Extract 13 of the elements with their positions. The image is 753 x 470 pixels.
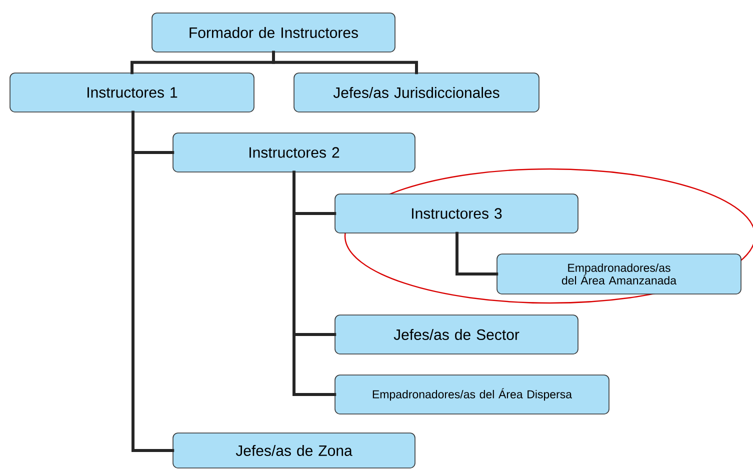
connector-line xyxy=(132,110,174,452)
org-box: Jefes/as de Sector xyxy=(334,314,578,354)
org-box: Jefes/as Jurisdiccionales xyxy=(294,72,540,112)
org-box: Formador de Instructores xyxy=(152,12,396,52)
connector-line xyxy=(272,50,418,74)
org-box: Instructores 2 xyxy=(172,132,416,172)
connector-line xyxy=(292,170,336,396)
org-box: Empadronadores/as del Área Amanzanada xyxy=(496,254,742,294)
org-box: Empadronadores/as del Área Dispersa xyxy=(334,374,610,414)
org-box: Jefes/as de Zona xyxy=(172,432,416,468)
org-box: Instructores 3 xyxy=(334,194,578,234)
connector-line xyxy=(456,232,498,276)
org-box: Instructores 1 xyxy=(10,72,254,112)
